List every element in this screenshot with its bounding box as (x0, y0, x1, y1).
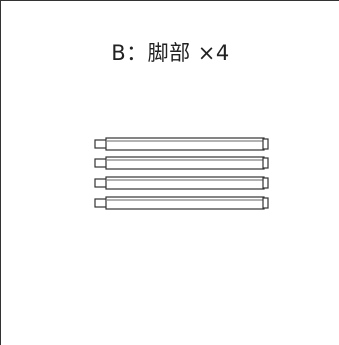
leg-2 (94, 156, 269, 170)
legs-illustration (94, 137, 269, 210)
leg-3 (94, 176, 269, 190)
leg-4 (94, 196, 269, 210)
part-title: B：脚部 ×4 (111, 41, 230, 65)
leg-1 (94, 137, 269, 151)
